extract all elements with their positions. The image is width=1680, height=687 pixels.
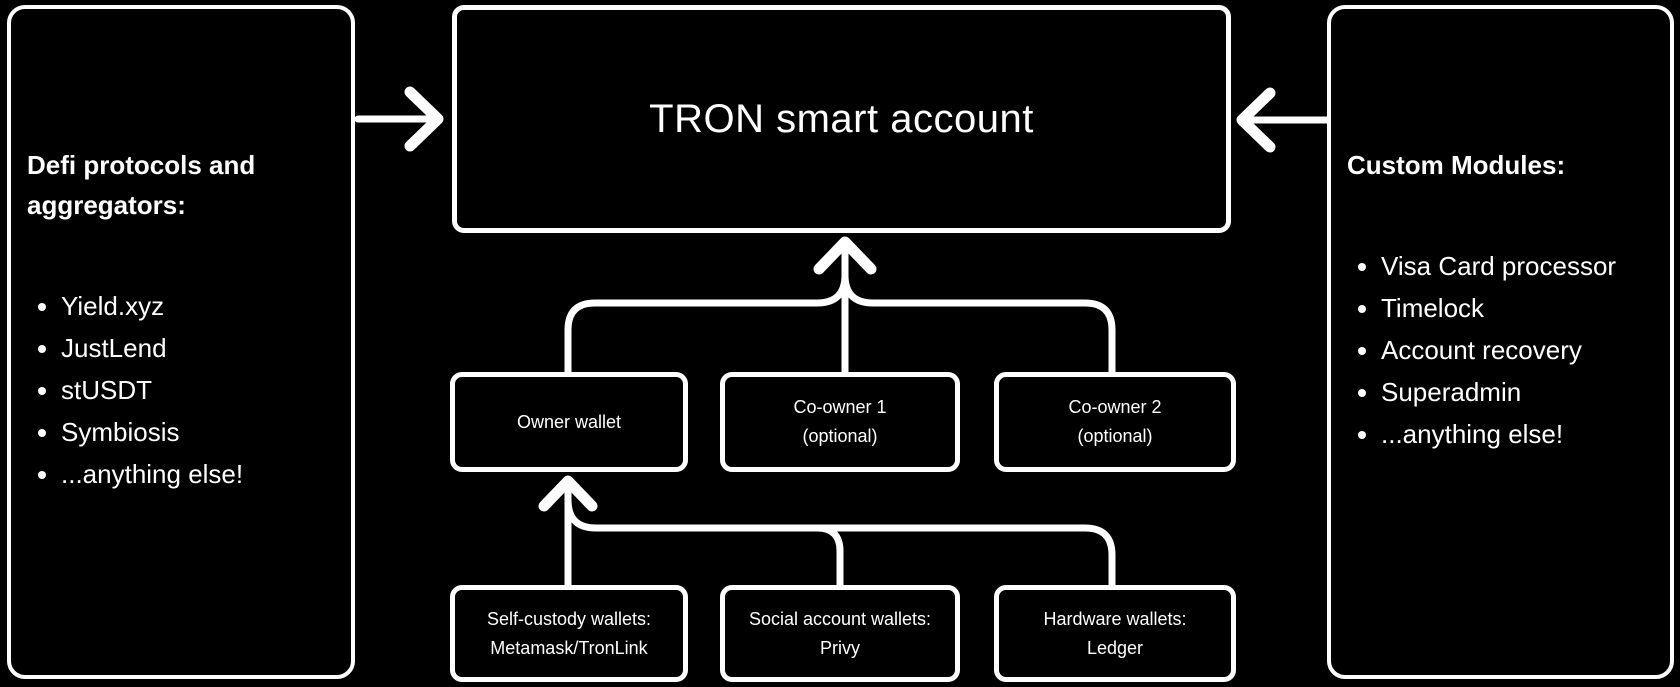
- list-item: ...anything else!: [61, 453, 315, 495]
- hardware-branch-line: [564, 496, 1116, 591]
- self-custody-wallets-sublabel: Metamask/TronLink: [490, 637, 648, 658]
- co-owner-2-box: Co-owner 2 (optional): [994, 372, 1236, 472]
- defi-protocols-list: Yield.xyz JustLend stUSDT Symbiosis ...a…: [11, 285, 351, 495]
- list-item: Yield.xyz: [61, 285, 315, 327]
- custom-modules-heading: Custom Modules:: [1347, 150, 1566, 180]
- arrowhead-up-icon: [538, 475, 598, 512]
- tron-smart-account-label: TRON smart account: [649, 96, 1034, 141]
- modules-to-tron-arrow: [1236, 87, 1334, 153]
- social-branch-line: [813, 524, 844, 591]
- co-owner-1-label: Co-owner 1: [793, 397, 887, 417]
- list-item: Account recovery: [1381, 329, 1634, 371]
- owner-branch-line: [564, 271, 849, 378]
- co-owner-1-sublabel: (optional): [802, 426, 878, 446]
- list-item: JustLend: [61, 327, 315, 369]
- arrowhead-left-icon: [1236, 87, 1276, 153]
- owner-wallet-box: Owner wallet: [450, 372, 688, 472]
- list-item: Superadmin: [1381, 371, 1634, 413]
- social-account-wallets-label: Social account wallets:: [748, 608, 932, 629]
- custom-modules-list: Visa Card processor Timelock Account rec…: [1331, 245, 1670, 455]
- co-owner-2-label: Co-owner 2: [1068, 397, 1162, 417]
- co-owner-2-sublabel: (optional): [1077, 426, 1153, 446]
- co-owner-1-box: Co-owner 1 (optional): [720, 372, 960, 472]
- co-owner-2-branch-line: [841, 271, 1116, 378]
- owner-wallet-label: Owner wallet: [516, 411, 622, 432]
- social-account-wallets-sublabel: Privy: [820, 637, 860, 658]
- list-item: Symbiosis: [61, 411, 315, 453]
- hardware-wallets-sublabel: Ledger: [1086, 637, 1144, 658]
- self-custody-wallets-label: Self-custody wallets:: [486, 608, 652, 629]
- defi-protocols-panel: Defi protocols and aggregators: Yield.xy…: [7, 5, 355, 679]
- arrowhead-right-icon: [404, 86, 444, 152]
- wallets-to-owner-arrow: [538, 475, 1116, 591]
- hardware-wallets-label: Hardware wallets:: [1043, 608, 1187, 629]
- self-custody-wallets-box: Self-custody wallets: Metamask/TronLink: [450, 585, 688, 682]
- defi-to-tron-arrow: [354, 86, 444, 152]
- list-item: Visa Card processor: [1381, 245, 1634, 287]
- tron-smart-account-box: TRON smart account: [452, 5, 1231, 233]
- arrowhead-up-icon: [813, 236, 877, 275]
- hardware-wallets-box: Hardware wallets: Ledger: [994, 585, 1236, 682]
- list-item: ...anything else!: [1381, 413, 1634, 455]
- social-account-wallets-box: Social account wallets: Privy: [720, 585, 960, 682]
- list-item: Timelock: [1381, 287, 1634, 329]
- list-item: stUSDT: [61, 369, 315, 411]
- custom-modules-panel: Custom Modules: Visa Card processor Time…: [1327, 5, 1674, 679]
- owners-to-tron-arrow: [564, 236, 1116, 378]
- defi-protocols-heading: Defi protocols and aggregators:: [27, 150, 256, 220]
